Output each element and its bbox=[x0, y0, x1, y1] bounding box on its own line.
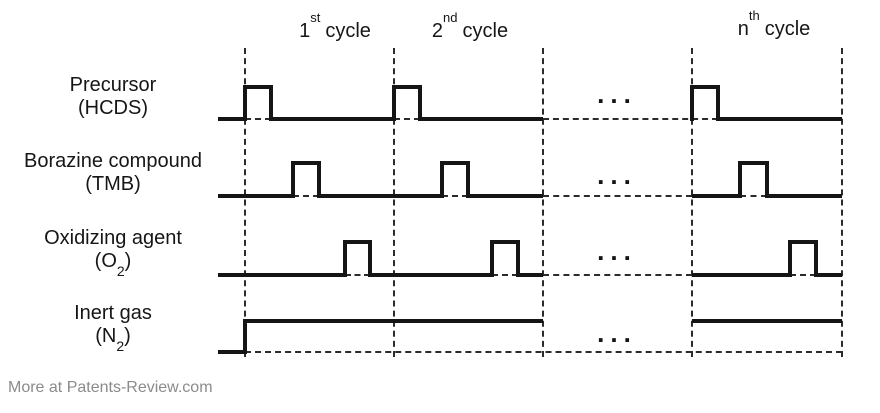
waveform-pulse-edge bbox=[243, 319, 247, 354]
waveform-pulse-edge bbox=[392, 85, 396, 121]
waveform-line-segment bbox=[692, 319, 842, 323]
waveform-pulse-edge bbox=[440, 161, 444, 198]
waveform-line-segment bbox=[370, 273, 492, 277]
waveform-line-segment bbox=[319, 194, 442, 198]
baseline-dashed-segment bbox=[245, 118, 271, 120]
watermark-text: More at Patents-Review.com bbox=[8, 379, 213, 396]
waveform-line-segment bbox=[218, 350, 245, 354]
cycle-label-2: 2ndcycle bbox=[385, 11, 555, 43]
cycle-number: 2 bbox=[431, 20, 444, 42]
signal-name: Inert gas bbox=[74, 302, 152, 324]
repeat-ellipsis-oxidizer: ... bbox=[597, 236, 637, 266]
repeat-ellipsis-inert-gas: ... bbox=[597, 318, 637, 348]
waveform-line-segment bbox=[345, 240, 370, 244]
signal-label-borazine: Borazine compound (TMB) bbox=[0, 150, 226, 196]
waveform-line-segment bbox=[816, 273, 842, 277]
baseline-dashed-segment bbox=[442, 195, 468, 197]
repeat-ellipsis-borazine: ... bbox=[597, 160, 637, 190]
cycle-label-1: 1stcycle bbox=[250, 11, 420, 43]
cycle-number: n bbox=[737, 18, 749, 40]
waveform-line-segment bbox=[420, 117, 543, 121]
waveform-line-segment bbox=[245, 319, 543, 323]
signal-formula: (HCDS) bbox=[78, 97, 148, 119]
signal-name: Oxidizing agent bbox=[44, 227, 182, 249]
cycle-number: 1 bbox=[299, 20, 311, 42]
waveform-pulse-edge bbox=[690, 85, 694, 121]
signal-formula: (N2) bbox=[95, 325, 131, 354]
baseline-dashed-segment bbox=[492, 274, 518, 276]
waveform-pulse-edge bbox=[516, 240, 520, 277]
baseline-dashed-segment bbox=[543, 118, 718, 120]
cycle-word: cycle bbox=[764, 18, 811, 40]
waveform-line-segment bbox=[790, 240, 816, 244]
waveform-line-segment bbox=[218, 117, 245, 121]
waveform-pulse-edge bbox=[243, 85, 247, 121]
waveform-line-segment bbox=[218, 273, 345, 277]
cycle-boundary-line bbox=[244, 48, 246, 357]
baseline-dashed-segment bbox=[740, 195, 767, 197]
waveform-pulse-edge bbox=[814, 240, 818, 277]
waveform-line-segment bbox=[394, 85, 420, 89]
cycle-ordinal-suffix: st bbox=[310, 10, 321, 26]
waveform-pulse-edge bbox=[738, 161, 742, 198]
waveform-line-segment bbox=[271, 117, 394, 121]
signal-label-oxidizer: Oxidizing agent (O2) bbox=[0, 227, 226, 279]
baseline-dashed-segment bbox=[293, 195, 319, 197]
waveform-line-segment bbox=[468, 194, 543, 198]
waveform-line-segment bbox=[218, 194, 293, 198]
waveform-line-segment bbox=[718, 117, 842, 121]
cycle-boundary-line bbox=[841, 48, 843, 357]
cycle-label-n: nthcycle bbox=[689, 9, 859, 41]
waveform-pulse-edge bbox=[490, 240, 494, 277]
baseline-dashed-segment bbox=[543, 195, 692, 197]
cycle-word: cycle bbox=[462, 20, 509, 42]
waveform-pulse-edge bbox=[418, 85, 422, 121]
baseline-dashed-segment bbox=[790, 274, 816, 276]
cycle-boundary-line bbox=[393, 48, 395, 357]
signal-name: Borazine compound bbox=[24, 150, 202, 172]
repeat-ellipsis-precursor: ... bbox=[597, 79, 637, 109]
signal-formula: (TMB) bbox=[85, 173, 141, 195]
waveform-pulse-edge bbox=[716, 85, 720, 121]
baseline-dashed-segment bbox=[345, 274, 370, 276]
baseline-dashed-segment bbox=[394, 118, 420, 120]
waveform-line-segment bbox=[518, 273, 543, 277]
waveform-pulse-edge bbox=[343, 240, 347, 277]
waveform-line-segment bbox=[692, 194, 740, 198]
signal-label-inert-gas: Inert gas (N2) bbox=[0, 302, 226, 354]
waveform-line-segment bbox=[740, 161, 767, 165]
waveform-pulse-edge bbox=[269, 85, 273, 121]
waveform-pulse-edge bbox=[788, 240, 792, 277]
cycle-ordinal-suffix: th bbox=[748, 8, 760, 24]
cycle-boundary-line bbox=[542, 48, 544, 357]
signal-formula: (O2) bbox=[94, 250, 132, 279]
signal-label-precursor: Precursor (HCDS) bbox=[0, 74, 226, 120]
waveform-pulse-edge bbox=[466, 161, 470, 198]
baseline-dashed-segment bbox=[543, 274, 692, 276]
waveform-line-segment bbox=[492, 240, 518, 244]
waveform-pulse-edge bbox=[291, 161, 295, 198]
waveform-line-segment bbox=[245, 85, 271, 89]
baseline-dashed-segment bbox=[245, 351, 842, 353]
waveform-line-segment bbox=[293, 161, 319, 165]
waveform-line-segment bbox=[692, 273, 790, 277]
signal-name: Precursor bbox=[69, 74, 157, 96]
cycle-ordinal-suffix: nd bbox=[443, 10, 458, 26]
waveform-line-segment bbox=[767, 194, 842, 198]
waveform-line-segment bbox=[442, 161, 468, 165]
waveform-pulse-edge bbox=[317, 161, 321, 198]
cycle-boundary-line bbox=[691, 48, 693, 357]
waveform-line-segment bbox=[692, 85, 718, 89]
waveform-pulse-edge bbox=[765, 161, 769, 198]
cycle-word: cycle bbox=[325, 20, 371, 42]
waveform-pulse-edge bbox=[368, 240, 372, 277]
